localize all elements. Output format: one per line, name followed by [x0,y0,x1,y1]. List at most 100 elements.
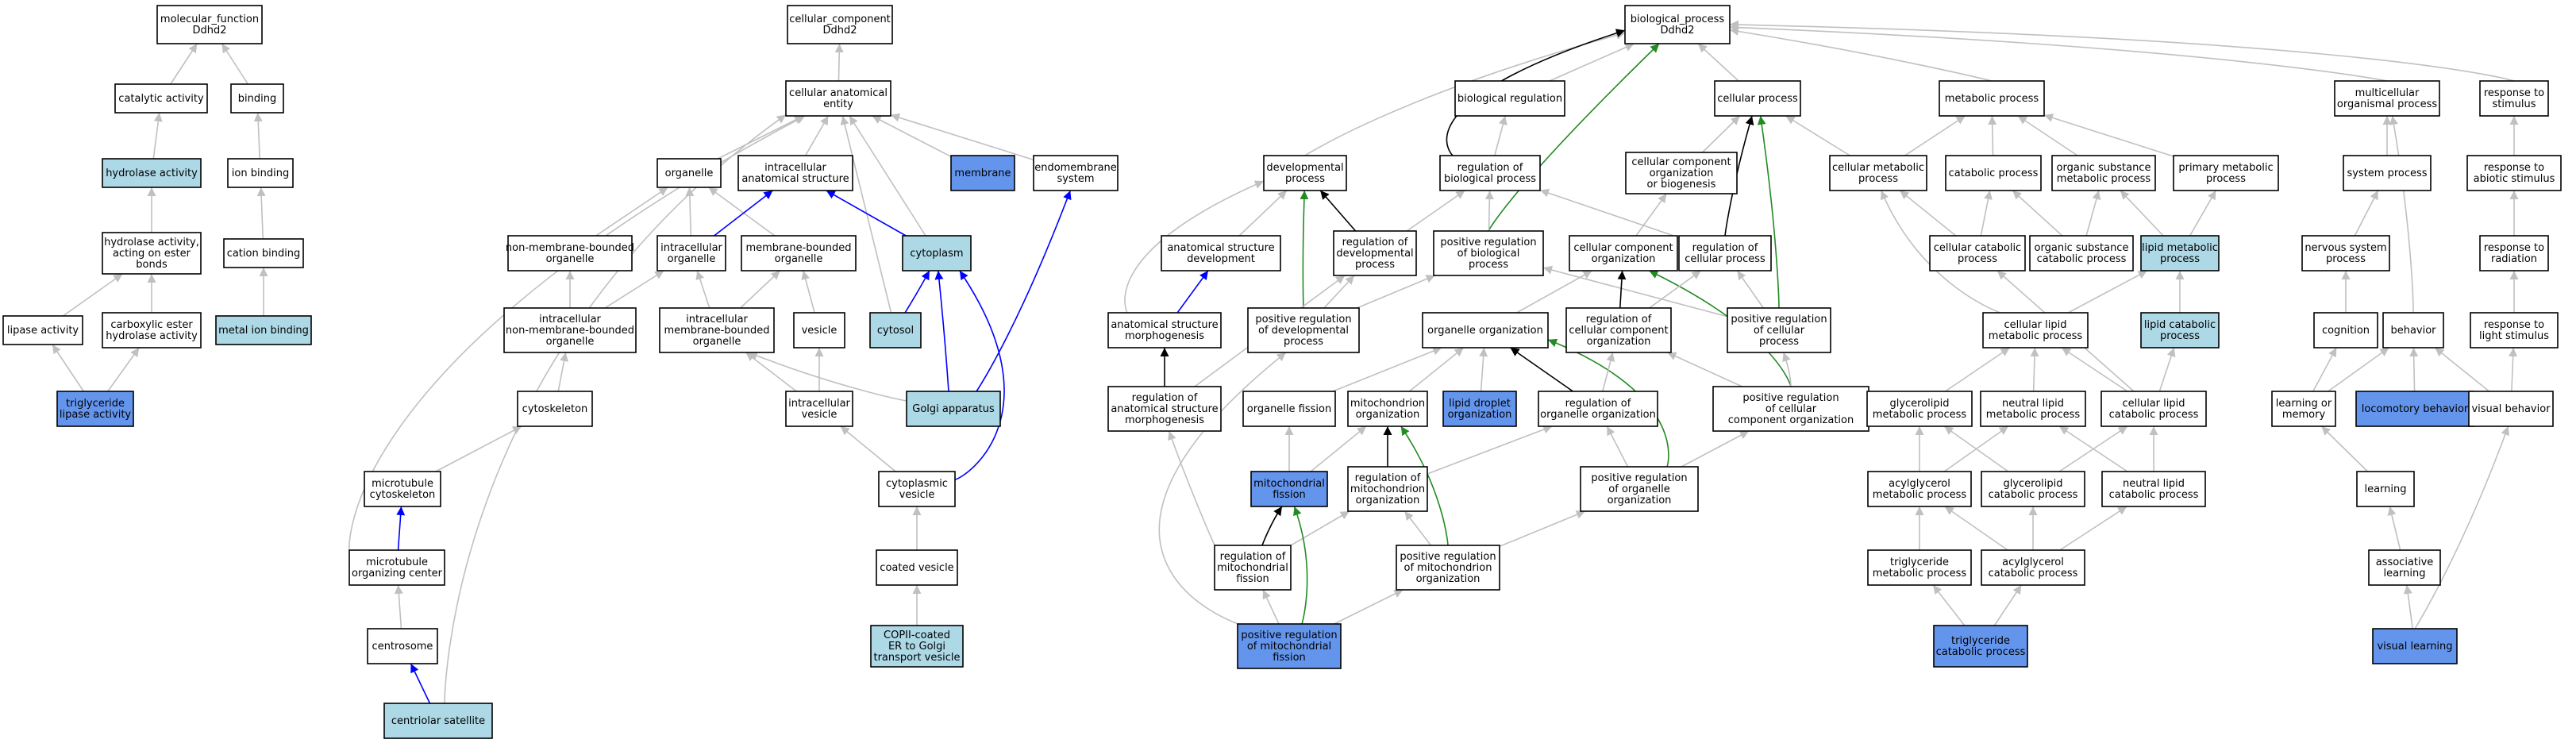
go-term-node-binding[interactable]: binding [230,83,284,114]
go-term-node-learning[interactable]: learning [2356,471,2415,507]
go-term-node-orgorg[interactable]: organelle organization [1422,312,1549,348]
go-term-node-orgfission[interactable]: organelle fission [1242,391,1336,427]
go-term-node-bioreg[interactable]: biological regulation [1454,80,1565,117]
go-term-node-vesicle[interactable]: vesicle [793,312,845,348]
go-term-node-metalion[interactable]: metal ion binding [215,315,312,345]
go-term-node-membrane[interactable]: membrane [950,155,1015,191]
go-term-node-behavior[interactable]: behavior [2382,312,2444,348]
go-term-node-coated[interactable]: coated vesicle [876,549,958,586]
go-term-node-visualbeh[interactable]: visual behavior [2468,391,2554,427]
go-term-node-centsat[interactable]: centriolar satellite [383,703,493,739]
node-label-line: learning [2383,568,2425,580]
go-term-node-cognition[interactable]: cognition [2313,312,2378,348]
go-term-node-golgi[interactable]: Golgi apparatus [906,391,1001,427]
go-term-node-catabolic[interactable]: catabolic process [1945,155,2042,191]
go-term-node-catalytic[interactable]: catalytic activity [114,83,208,114]
go-term-node-ionbinding[interactable]: ion binding [227,158,294,188]
go-term-node-cytosol[interactable]: cytosol [869,312,922,348]
go-term-node-locomotory[interactable]: locomotory behavior [2355,391,2474,427]
go-term-node-lipase[interactable]: lipase activity [2,315,83,345]
go-term-node-organelle[interactable]: organelle [657,158,722,188]
go-term-node-cytoplasm[interactable]: cytoplasm [902,235,972,271]
go-term-node-cationbinding[interactable]: cation binding [223,238,304,268]
go-term-node-sysproc[interactable]: system process [2343,155,2432,191]
go-term-node-intranonmem[interactable]: intracellularnon-membrane-boundedorganel… [503,307,637,353]
go-term-node-hydrolase[interactable]: hydrolase activity [102,158,202,188]
go-term-node-visuallearn[interactable]: visual learning [2372,628,2458,664]
go-term-node-cytoskeleton[interactable]: cytoskeleton [517,391,593,427]
go-term-node-centrosome[interactable]: centrosome [367,628,438,664]
edge-is-a-intranonmem-to-intraorg [604,270,664,309]
go-term-node-cellproc[interactable]: cellular process [1714,80,1801,117]
go-term-node-metabproc[interactable]: metabolic process [1939,80,2045,117]
node-label-line: behavior [2390,325,2436,337]
